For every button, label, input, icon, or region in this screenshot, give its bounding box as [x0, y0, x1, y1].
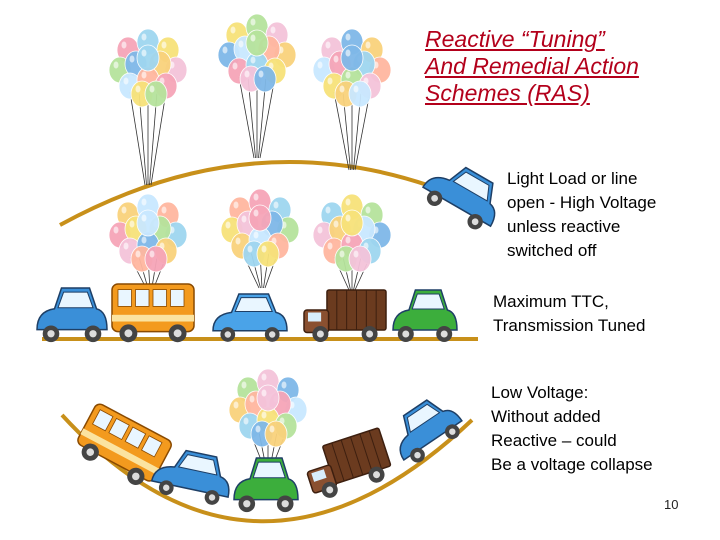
title-line: Schemes (RAS) [425, 80, 590, 106]
caption-line: Reactive – could [491, 431, 617, 450]
caption-line: Transmission Tuned [493, 316, 646, 335]
blue-car [399, 399, 463, 463]
caption-light-load: Light Load or line open - High Voltage u… [507, 167, 656, 263]
orange-bus [77, 403, 172, 486]
sagging-road [60, 413, 474, 524]
caption-line: Light Load or line [507, 169, 638, 188]
balloon-bunch [220, 188, 300, 289]
slide-title: Reactive “Tuning” And Remedial Action Sc… [425, 26, 715, 107]
arched-road [59, 160, 479, 227]
brown-truck [306, 427, 392, 498]
blue-car [36, 287, 108, 343]
caption-maximum-ttc: Maximum TTC, Transmission Tuned [493, 290, 645, 338]
caption-low-voltage: Low Voltage: Without added Reactive – co… [491, 381, 653, 477]
caption-line: Without added [491, 407, 601, 426]
green-car [392, 289, 458, 342]
caption-line: Maximum TTC, [493, 292, 609, 311]
blue-car [212, 293, 288, 342]
title-line: Reactive “Tuning” [425, 26, 605, 52]
balloon-bunch [108, 193, 188, 291]
blue-car [422, 166, 496, 230]
caption-line: unless reactive [507, 217, 621, 236]
caption-line: Be a voltage collapse [491, 455, 653, 474]
blue-car [150, 449, 230, 505]
caption-line: open - High Voltage [507, 193, 657, 212]
page-number: 10 [664, 497, 679, 512]
green-car [233, 457, 299, 513]
balloon-bunch [312, 193, 392, 291]
balloon-bunch [228, 368, 308, 471]
brown-truck [303, 289, 387, 342]
balloon-bunch [312, 28, 392, 171]
caption-line: switched off [507, 241, 597, 260]
title-line: And Remedial Action [425, 53, 639, 79]
orange-bus [111, 283, 195, 343]
caption-line: Low Voltage: [491, 383, 589, 402]
balloon-bunch [108, 28, 188, 186]
balloon-bunch [217, 13, 297, 159]
